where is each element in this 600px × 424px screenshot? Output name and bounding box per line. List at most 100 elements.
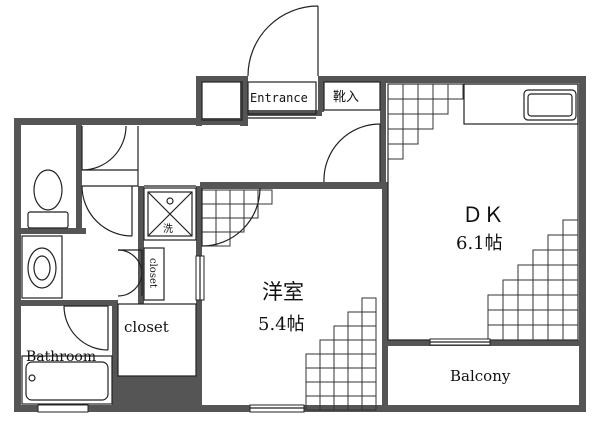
floor-tile [201,189,217,205]
floor-tile [333,339,349,355]
western-label: 洋室 [262,280,304,304]
floor-tile [257,189,273,205]
floor-tile [347,367,363,383]
floor-tile [547,234,564,251]
floor-tile [387,128,404,145]
shoe-storage [323,81,381,111]
floor-tile [243,189,259,205]
floor-tile [547,324,564,341]
floor-tile [532,249,549,266]
shoe-storage-label: 靴入 [333,90,359,105]
floor-tile [361,353,377,369]
floor-tile [402,128,419,145]
floor-tile [319,381,335,397]
corridor-frame [137,126,196,187]
floor-tile [333,381,349,397]
floor-tile [547,279,564,296]
toilet-door[interactable] [81,125,138,171]
western-sliding-door [195,255,205,301]
floor-tile [361,381,377,397]
floor-tile [547,294,564,311]
floor-tile [201,217,217,233]
floor-tile [361,325,377,341]
western-window [249,404,305,413]
floor-tile [402,98,419,115]
floor-tile [361,311,377,327]
floor-tile [562,249,579,266]
toilet [27,169,69,229]
bathroom-door[interactable] [63,305,109,351]
floor-tile [229,189,245,205]
western-size-label: 5.4帖 [258,314,305,335]
floor-tile [305,353,321,369]
floor-tile [402,83,419,100]
washbasin [21,235,63,299]
floor-tile [517,309,534,326]
floor-tile [387,113,404,130]
floor-tile [532,324,549,341]
floor-tile [417,113,434,130]
floor-tile [387,98,404,115]
floor-tile [502,324,519,341]
floor-tile [387,143,404,160]
washroom-door[interactable] [81,185,138,237]
floor-tile [417,83,434,100]
kitchen-counter [463,83,579,125]
floor-tile [319,367,335,383]
floor-tile [215,217,231,233]
floor-tile [562,279,579,296]
floor-tile [347,311,363,327]
floor-tile [447,83,464,100]
floor-tile [347,381,363,397]
floor-tile [502,279,519,296]
bathtub [21,355,113,413]
floor-tile [547,249,564,266]
floor-tile [432,98,449,115]
floor-tile [361,339,377,355]
floor-tile [517,279,534,296]
floor-tile [562,234,579,251]
washer-pan [143,187,197,241]
floor-tile [201,231,217,247]
floor-tile [215,203,231,219]
floor-tile [562,324,579,341]
floor-tile [319,353,335,369]
balcony-label: Balcony [450,367,511,385]
dk-size-label: 6.1帖 [456,233,503,254]
floor-tile [532,279,549,296]
floor-tile [547,309,564,326]
closet-label: closet [124,318,169,336]
washer-label: 洗 [163,223,173,235]
floor-tile [562,294,579,311]
floor-tile [487,324,504,341]
floor-tile [361,367,377,383]
dk-label: ＤＫ [462,203,504,227]
floor-tile [532,309,549,326]
floor-tile [387,83,404,100]
floor-tile [305,367,321,383]
small-closet-door[interactable] [117,247,165,301]
floor-tile [347,353,363,369]
floor-tile [487,294,504,311]
balcony-window [429,338,491,346]
floor-tile [562,264,579,281]
floor-tile [215,189,231,205]
floor-tile [502,294,519,311]
floor-tile [333,353,349,369]
floor-tile [402,113,419,130]
small-closet-label: closet [147,258,158,288]
entrance-label: Entrance [250,91,308,105]
floor-tile [333,325,349,341]
floor-tile [319,339,335,355]
floor-tile [547,264,564,281]
corridor-door[interactable] [323,123,381,183]
floor-tile [305,395,321,411]
floor-tile [517,294,534,311]
floor-tile [229,217,245,233]
floor-tile [333,367,349,383]
floor-tile [532,264,549,281]
floor-tile [532,294,549,311]
floor-tile [417,98,434,115]
bathroom-label: Bathroom [26,349,96,365]
floor-tile [347,339,363,355]
